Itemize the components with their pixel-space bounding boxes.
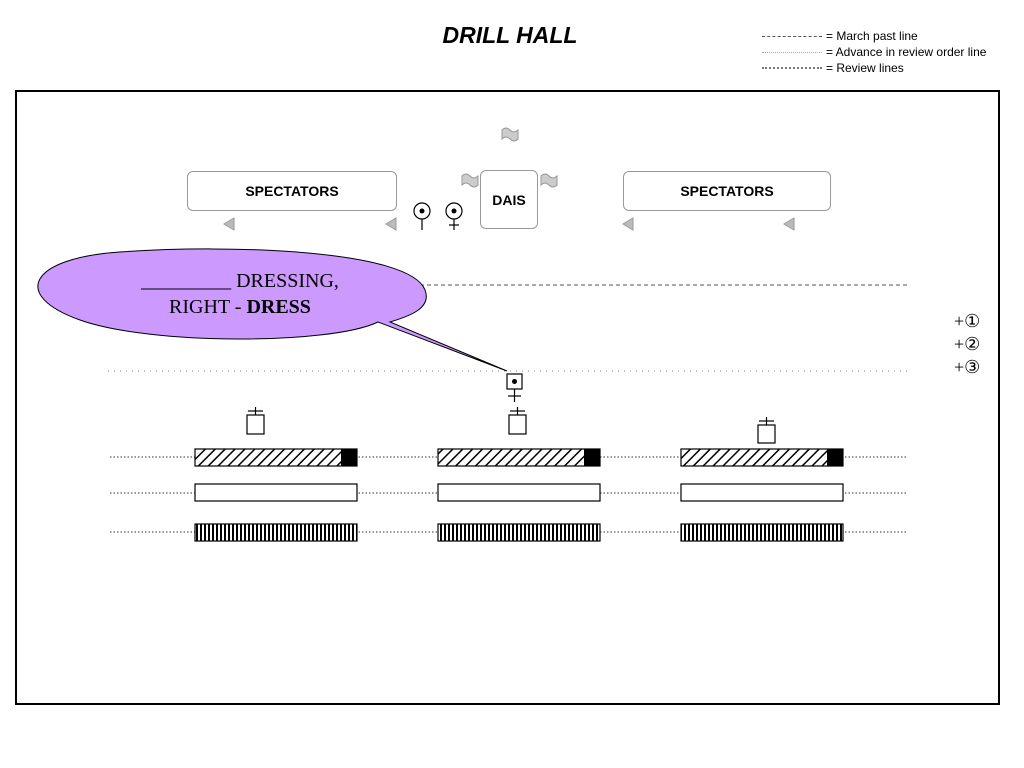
arrow-icon-spectators-right-1 <box>622 217 634 231</box>
officer-icon-1 <box>413 202 431 230</box>
front-rank-flight-3 <box>680 448 844 467</box>
spectators-box-right: SPECTATORS <box>623 171 831 211</box>
callout-line-1: _________ DRESSING, <box>141 270 339 292</box>
arrow-icon-spectators-left-2 <box>385 217 397 231</box>
legend-march-past-line <box>762 35 822 37</box>
rank-number-3: +③ <box>954 357 981 377</box>
rank-number-1: +① <box>954 311 981 331</box>
arrow-icon-spectators-left-1 <box>223 217 235 231</box>
rank-number-2: +② <box>954 334 981 354</box>
officer-icon-2 <box>445 202 463 230</box>
leader-icon-2 <box>508 407 527 435</box>
rear-rank-flight-1 <box>194 523 358 542</box>
front-rank-flight-2 <box>437 448 601 467</box>
rear-rank-flight-2 <box>437 523 601 542</box>
dais-box: DAIS <box>480 170 538 229</box>
centre-rank-flight-3 <box>680 483 844 502</box>
legend-row-advance: = Advance in review order line <box>762 44 986 60</box>
flag-icon-right <box>540 173 558 188</box>
arrow-icon-spectators-right-2 <box>783 217 795 231</box>
centre-rank-flight-1 <box>194 483 358 502</box>
spectators-box-left: SPECTATORS <box>187 171 397 211</box>
legend-row-march-past: = March past line <box>762 28 986 44</box>
legend-row-review: = Review lines <box>762 60 986 76</box>
rear-rank-flight-3 <box>680 523 844 542</box>
commander-icon <box>506 373 523 402</box>
legend-advance-label: = Advance in review order line <box>826 45 987 59</box>
centre-rank-flight-2 <box>437 483 601 502</box>
callout-command-word: DRESS <box>246 296 311 318</box>
drill-hall-area <box>15 90 1000 705</box>
callout-bubble <box>37 248 508 372</box>
legend-advance-line <box>762 51 822 53</box>
legend-review-label: = Review lines <box>826 61 904 75</box>
callout-text: _________ DRESSING, RIGHT - DRESS <box>90 268 390 320</box>
flag-icon-left <box>461 173 479 188</box>
page-title: DRILL HALL <box>442 22 578 48</box>
front-rank-flight-1 <box>194 448 358 467</box>
legend-review-line <box>762 67 822 69</box>
leader-icon-1 <box>246 407 265 435</box>
callout-line-2: RIGHT - DRESS <box>90 294 390 320</box>
legend-march-past-label: = March past line <box>826 29 918 43</box>
legend: = March past line = Advance in review or… <box>762 28 986 76</box>
callout-line-2-prefix: RIGHT - <box>169 296 247 318</box>
flag-icon-top <box>501 127 519 142</box>
leader-icon-3 <box>757 417 776 444</box>
